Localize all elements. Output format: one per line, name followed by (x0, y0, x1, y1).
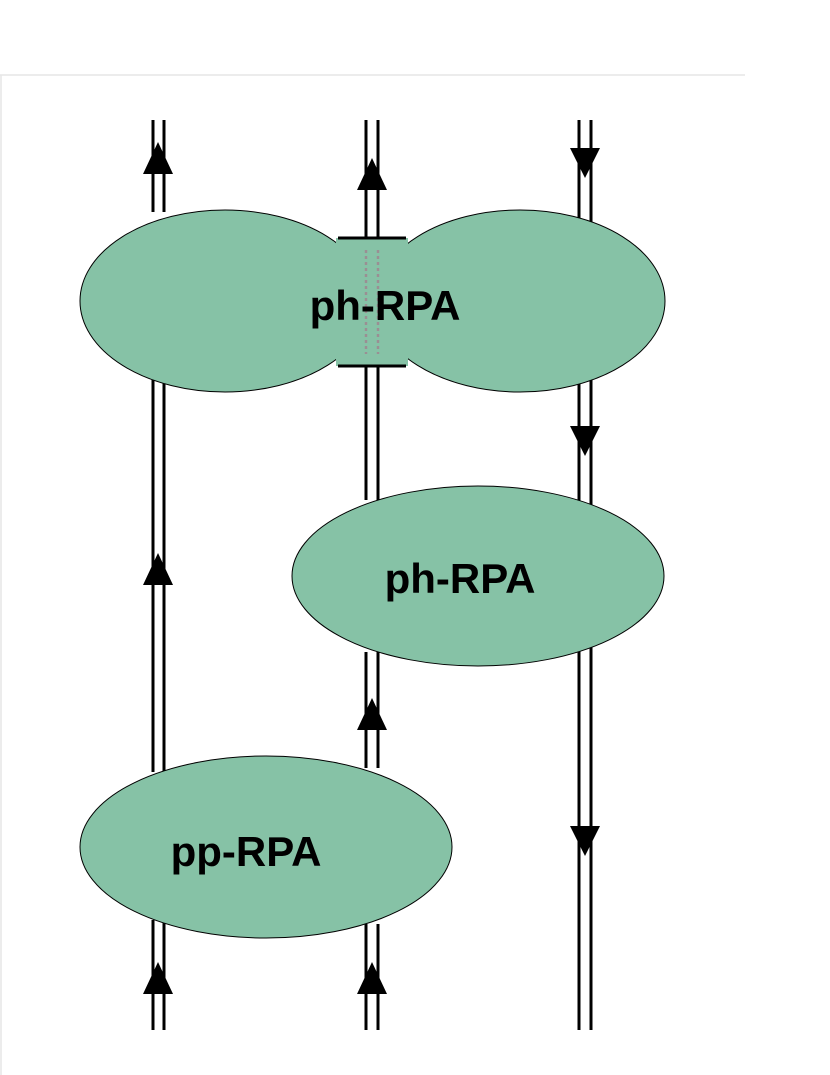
right-line (577, 120, 593, 1030)
arrow-up-icon (357, 158, 387, 190)
arrow-up-icon (143, 142, 173, 174)
arrow-up-icon (357, 962, 387, 994)
arrow-up-icon (143, 553, 173, 585)
arrow-up-icon (357, 698, 387, 730)
blob-label-ph-rpa-middle: ph-RPA (385, 555, 536, 602)
arrows (143, 142, 600, 994)
blob-label-pp-rpa-bottom: pp-RPA (171, 828, 322, 875)
arrow-down-icon (570, 826, 600, 856)
arrow-down-icon (570, 148, 600, 178)
blob-pp-rpa-bottom: pp-RPA (79, 755, 453, 939)
arrow-up-icon (143, 962, 173, 994)
blob-ph-rpa-top: ph-RPA (79, 209, 666, 393)
blob-label-ph-rpa-top: ph-RPA (310, 282, 461, 329)
arrow-down-icon (570, 426, 600, 456)
blob-ph-rpa-middle: ph-RPA (291, 485, 665, 667)
